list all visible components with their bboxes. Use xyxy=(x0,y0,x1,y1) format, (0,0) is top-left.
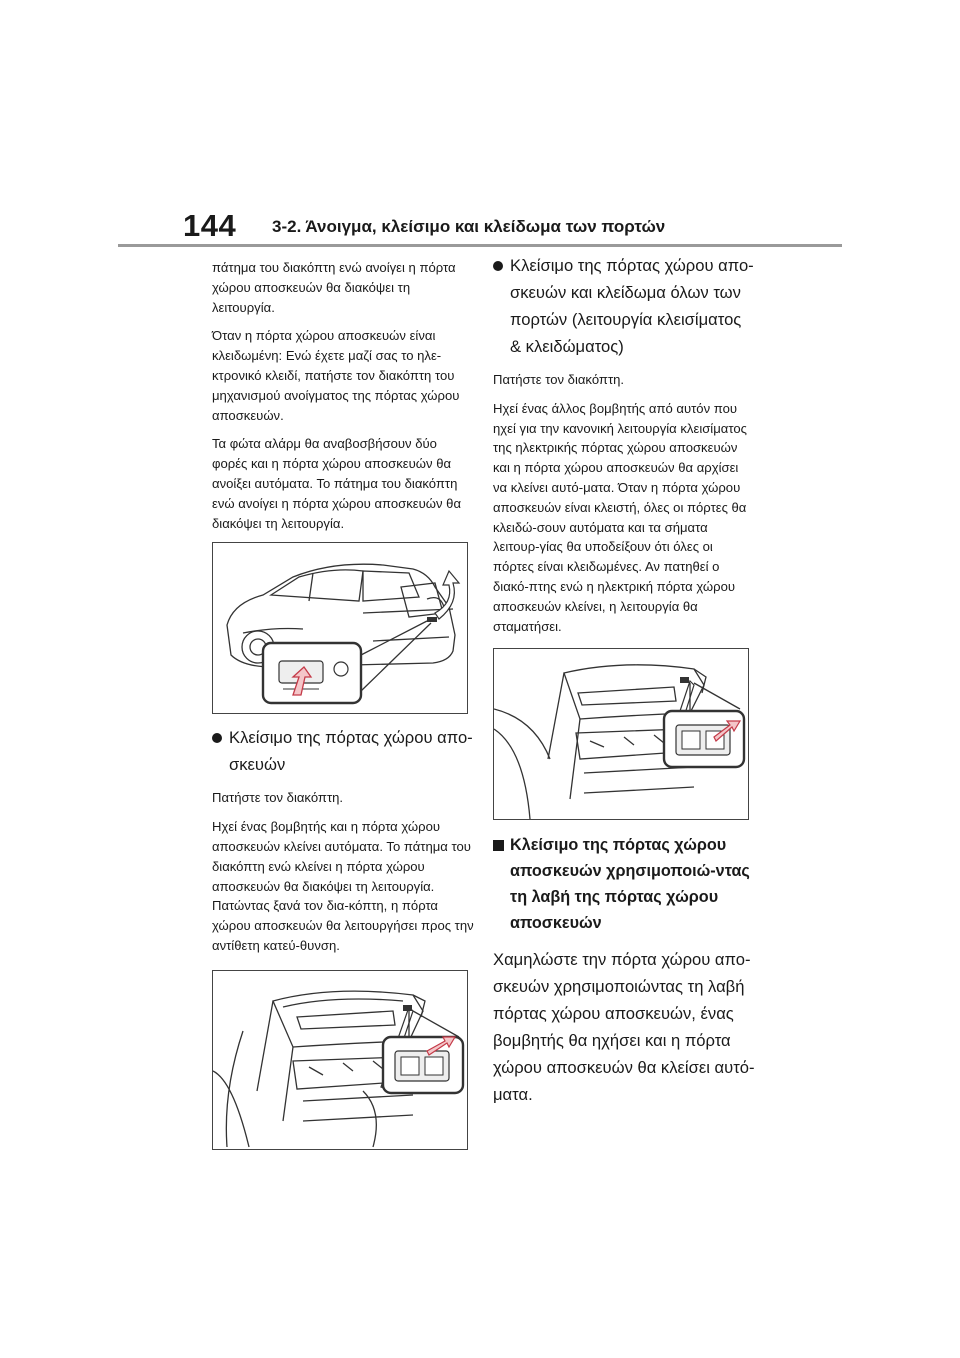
press-arrow-icon xyxy=(713,720,742,743)
tailgate-interior-illustration-2 xyxy=(494,664,746,820)
left-paragraph-1: πάτημα του διακόπτη ενώ ανοίγει η πόρτα … xyxy=(212,260,456,315)
open-direction-arrow xyxy=(434,570,461,621)
section-title: 3-2. Άνοιγμα, κλείσιμο και κλείδωμα των … xyxy=(272,217,666,236)
figure-tailgate-close-switch xyxy=(212,969,468,1150)
left-column: πάτημα του διακόπτη ενώ ανοίγει η πόρτα … xyxy=(212,258,474,1160)
bullet-close-and-lock: Κλείσιμο της πόρτας χώρου απο-σκευών και… xyxy=(493,252,755,360)
tailgate-interior-illustration xyxy=(213,990,465,1147)
figure-close-lock-switch xyxy=(493,648,749,821)
right-paragraph-2: Ηχεί ένας άλλος βομβητής από αυτόν που η… xyxy=(493,400,747,634)
header-rule xyxy=(118,244,842,247)
page-number: 144 xyxy=(183,208,237,243)
car-rear-illustration xyxy=(226,563,461,705)
right-column: Κλείσιμο της πόρτας χώρου απο-σκευών και… xyxy=(493,256,755,1116)
figure-car-open-switch xyxy=(212,542,468,715)
bullet-dot-icon xyxy=(212,733,222,744)
right-paragraph-3: Χαμηλώστε την πόρτα χώρου απο-σκευών χρη… xyxy=(493,950,755,1105)
bullet-close-tailgate-text: Κλείσιμο της πόρτας χώρου απο-σκευών xyxy=(229,728,473,775)
left-paragraph-4: Πατήστε τον διακόπτη. xyxy=(212,790,344,806)
press-arrow-icon xyxy=(291,666,313,697)
bullet-close-and-lock-text: Κλείσιμο της πόρτας χώρου απο-σκευών και… xyxy=(510,256,754,356)
section-square-icon xyxy=(493,840,504,852)
left-paragraph-2: Όταν η πόρτα χώρου αποσκευών είναι κλειδ… xyxy=(212,328,460,423)
heading-close-with-handle-text: Κλείσιμο της πόρτας χώρου αποσκευών χρησ… xyxy=(510,836,750,933)
left-paragraph-3: Τα φώτα αλάρμ θα αναβοσβήσουν δύο φορές … xyxy=(212,436,462,531)
right-paragraph-1: Πατήστε τον διακόπτη. xyxy=(493,372,625,387)
press-arrow-icon xyxy=(426,1036,457,1056)
left-paragraph-5: Ηχεί ένας βομβητής και η πόρτα χώρου απο… xyxy=(212,819,474,953)
heading-close-with-handle: Κλείσιμο της πόρτας χώρου αποσκευών χρησ… xyxy=(493,832,755,936)
bullet-close-tailgate: Κλείσιμο της πόρτας χώρου απο-σκευών xyxy=(212,724,474,778)
bullet-dot-icon xyxy=(493,261,503,271)
